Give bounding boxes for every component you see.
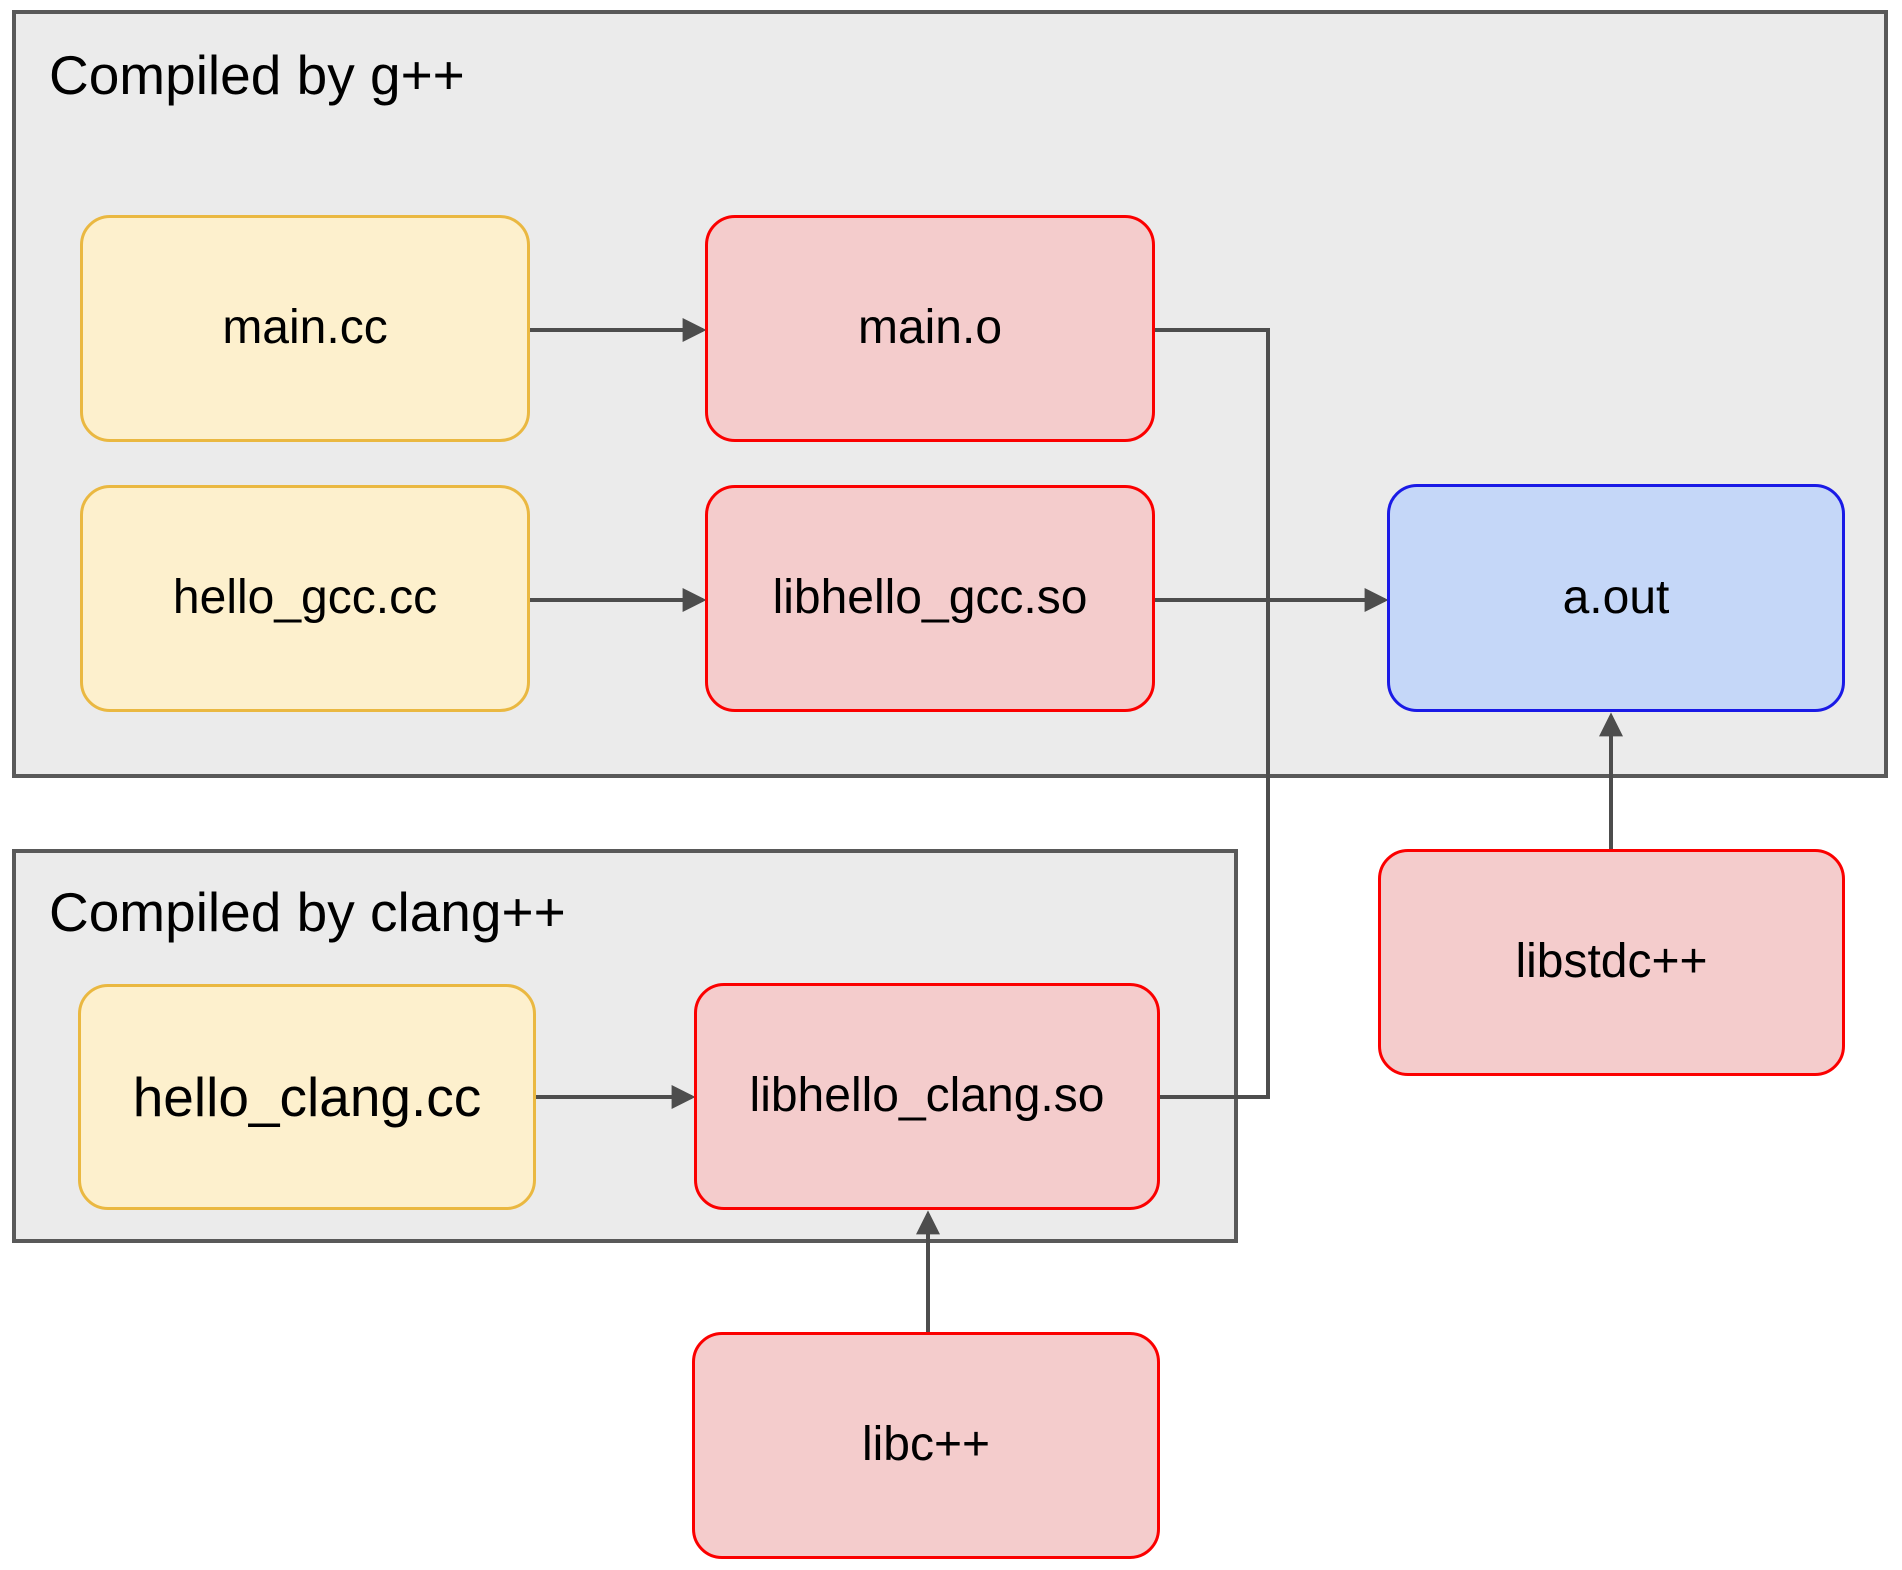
node-libhello-clang-so-label: libhello_clang.so: [749, 1069, 1105, 1123]
node-libcpp-label: libc++: [861, 1418, 991, 1472]
node-hello-clang-cc-label: hello_clang.cc: [132, 1065, 482, 1128]
group-compiled-by-gpp-title: Compiled by g++: [49, 44, 465, 106]
node-hello-clang-cc: hello_clang.cc: [78, 984, 536, 1210]
node-libhello-gcc-so: libhello_gcc.so: [705, 485, 1155, 712]
node-hello-gcc-cc: hello_gcc.cc: [80, 485, 530, 712]
node-libstdcpp-label: libstdc++: [1515, 935, 1708, 989]
node-main-o-label: main.o: [857, 301, 1003, 355]
node-libhello-gcc-so-label: libhello_gcc.so: [772, 571, 1088, 625]
node-main-cc: main.cc: [80, 215, 530, 442]
node-main-o: main.o: [705, 215, 1155, 442]
node-a-out-label: a.out: [1562, 570, 1670, 624]
group-compiled-by-clangpp-title: Compiled by clang++: [49, 881, 566, 943]
node-main-cc-label: main.cc: [222, 301, 388, 355]
node-hello-gcc-cc-label: hello_gcc.cc: [172, 571, 438, 625]
node-libhello-clang-so: libhello_clang.so: [694, 983, 1160, 1210]
node-libstdcpp: libstdc++: [1378, 849, 1845, 1076]
node-a-out: a.out: [1387, 484, 1845, 712]
node-libcpp: libc++: [692, 1332, 1160, 1559]
